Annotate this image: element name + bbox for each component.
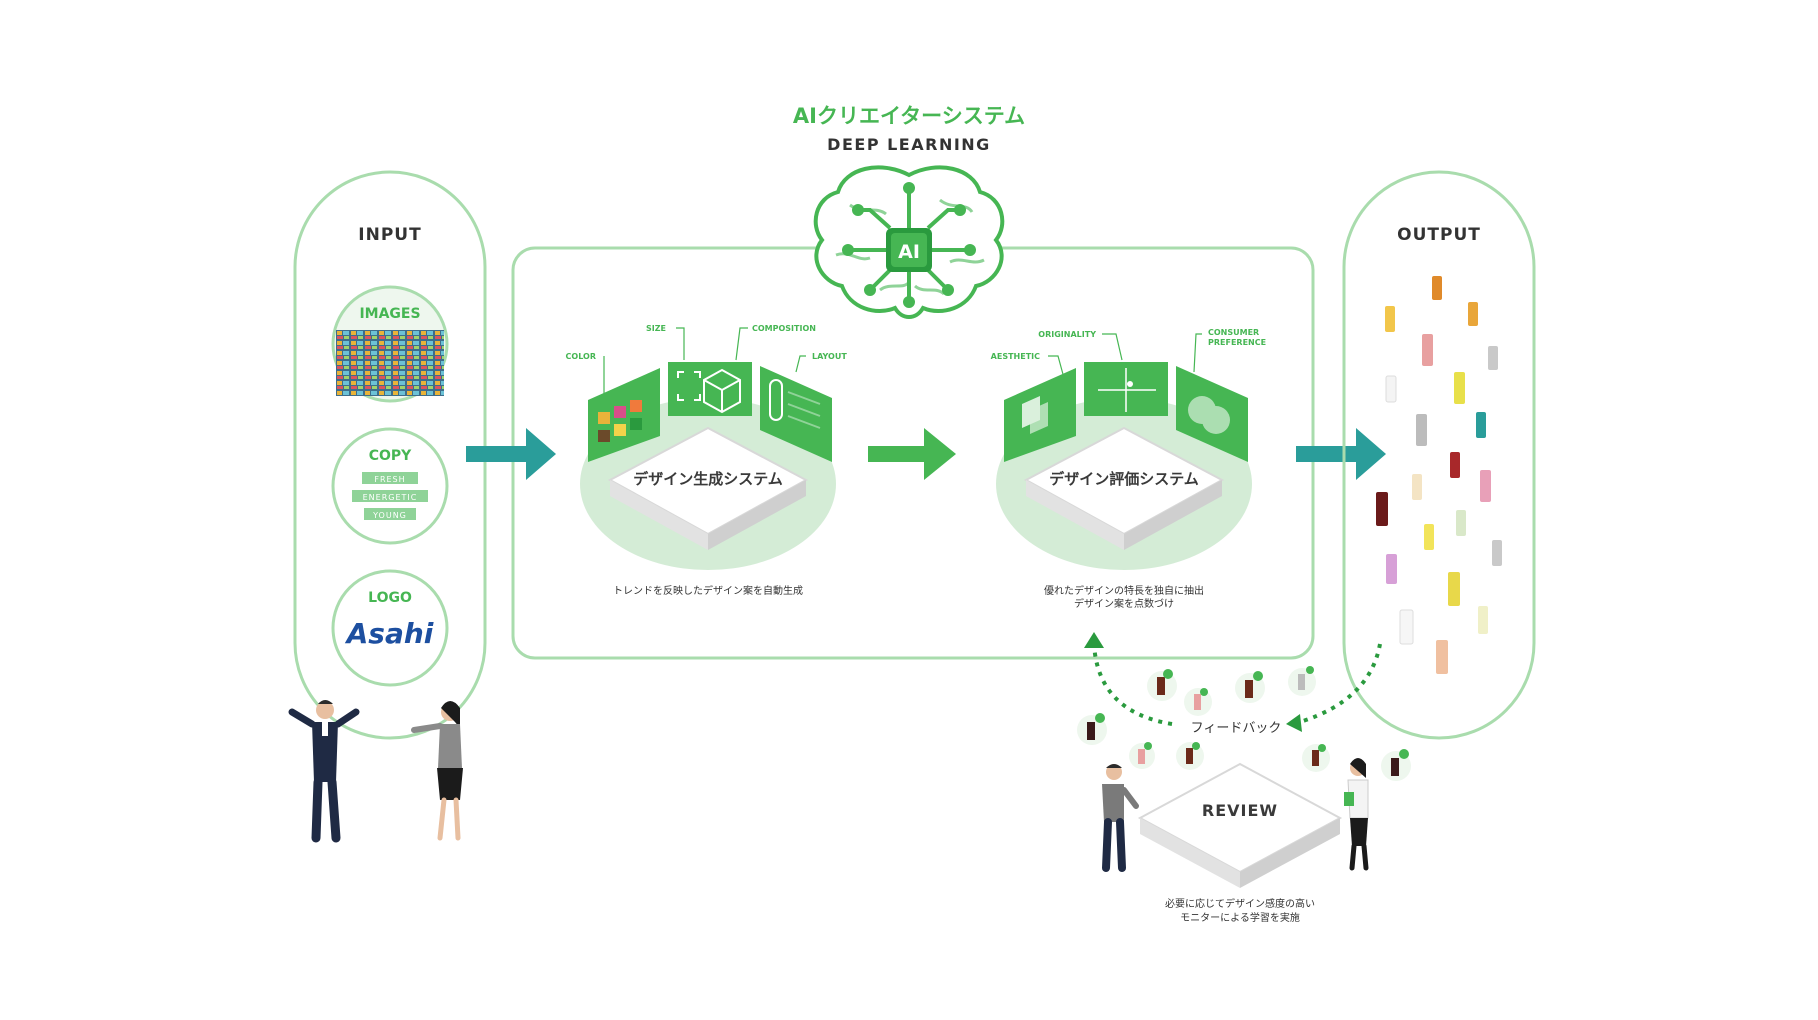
copy-tag-young: YOUNG [372, 511, 407, 520]
label-color: COLOR [566, 352, 596, 361]
copy-tag-fresh: FRESH [374, 475, 405, 484]
label-originality: ORIGINALITY [1038, 330, 1096, 339]
output-pill [1342, 170, 1536, 740]
label-size: SIZE [646, 324, 666, 333]
evaluation-caption-line1: 優れたデザインの特長を独自に抽出 [1044, 584, 1204, 597]
layout-panel [760, 366, 832, 462]
feedback-label: フィードバック [1191, 721, 1282, 736]
feedback-arrowhead-left [1286, 714, 1302, 732]
input-images: IMAGES [331, 285, 449, 403]
beverage-cans-cluster [1376, 276, 1502, 674]
design-generation-system: デザイン生成システム COLOR SIZE COMPOSITION LAYOUT… [566, 324, 848, 597]
aesthetic-layers-icon [1022, 396, 1048, 434]
generation-caption: トレンドを反映したデザイン案を自動生成 [613, 584, 803, 597]
layout-icon [769, 379, 783, 421]
copy-label: COPY [369, 448, 412, 464]
generation-platform-title: デザイン生成システム [633, 470, 783, 488]
evaluation-caption-line2: デザイン案を点数づけ [1074, 597, 1174, 610]
label-aesthetic: AESTHETIC [991, 352, 1040, 361]
arrow-evaluation-to-output [1296, 428, 1386, 480]
venn-diagram-icon [1188, 396, 1230, 434]
output-title: OUTPUT [1397, 225, 1481, 245]
originality-plot-icon [1098, 368, 1156, 412]
reviewer-people-illustration [1102, 758, 1369, 872]
business-people-illustration [288, 700, 463, 843]
logo-label: LOGO [368, 590, 412, 606]
images-label: IMAGES [359, 306, 420, 322]
review-caption-line1: 必要に応じてデザイン感度の高い [1165, 897, 1315, 910]
review-title: REVIEW [1202, 801, 1278, 820]
feedback-loop: フィードバック [1084, 632, 1382, 736]
review-caption-line2: モニターによる学習を実施 [1180, 911, 1300, 924]
label-consumer: CONSUMER [1208, 328, 1259, 337]
feedback-arrowhead-up [1084, 632, 1104, 648]
arrow-input-to-generation [466, 428, 556, 480]
input-title: INPUT [358, 225, 421, 245]
input-copy: COPY FRESH ENERGETIC YOUNG [331, 427, 449, 545]
input-logo: LOGO Asahi [331, 569, 449, 687]
system-subtitle: DEEP LEARNING [827, 135, 991, 154]
cube-icon [703, 368, 741, 414]
ai-chip-label: AI [898, 241, 920, 263]
label-layout: LAYOUT [812, 352, 847, 361]
asahi-logo: Asahi [345, 617, 434, 650]
system-title: AIクリエイターシステム [793, 104, 1025, 128]
copy-tag-energetic: ENERGETIC [363, 493, 418, 502]
label-preference: PREFERENCE [1208, 338, 1266, 347]
design-evaluation-system: デザイン評価システム AESTHETIC ORIGINALITY CONSUME… [991, 328, 1266, 610]
brain-icon: AI [813, 165, 1005, 319]
review-platform: REVIEW [1137, 762, 1343, 888]
arrow-generation-to-evaluation [868, 428, 956, 480]
review-floating-cans [1077, 666, 1411, 781]
size-frame-icon [677, 371, 701, 401]
label-composition: COMPOSITION [752, 324, 816, 333]
images-thumbnail-grid [336, 330, 444, 396]
evaluation-platform-title: デザイン評価システム [1049, 470, 1199, 488]
color-swatches-icon [598, 400, 642, 442]
